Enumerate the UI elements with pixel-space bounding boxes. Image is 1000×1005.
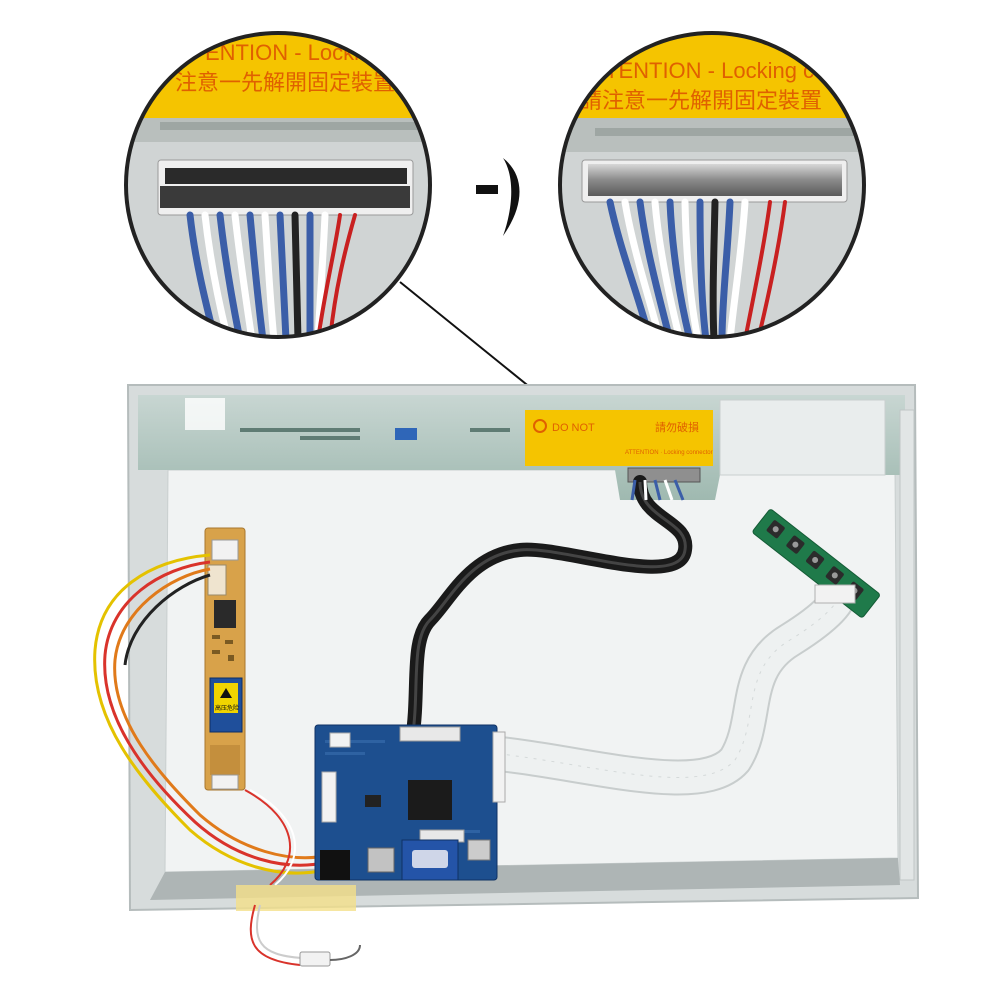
inverter-board: 高压危险 [204, 527, 246, 791]
panel-warning-sticker: DO NOT 請勿破損 ATTENTION · Locking connecto… [525, 410, 713, 466]
lamp-cable [236, 789, 361, 967]
lvds-wires-right [606, 198, 787, 337]
callout-right-magnified: TENTION - Locking conne 請注意一先解開固定裝置 [558, 31, 866, 339]
callout-label-cn: 注意一先解開固定裝置 [175, 70, 395, 95]
inverter-wires [93, 553, 331, 875]
callout-label-cn: 請注意一先解開固定裝置 [580, 88, 822, 113]
ribbon-cable [478, 588, 858, 796]
arrow-right-icon [476, 158, 520, 236]
sticker-text-2: ATTENTION · Locking connector [625, 450, 713, 456]
callout-label-top: TENTION - Locking conne [605, 58, 863, 83]
sticker-text-cn: 請勿破損 [655, 420, 699, 434]
keypad-board [752, 509, 880, 618]
dc-jack [320, 850, 350, 880]
scaler-chip [408, 780, 452, 820]
callout-label-top: ENTION - Locking conne [205, 40, 450, 65]
callout-left-magnified: ENTION - Locking conne 注意一先解開固定裝置 [124, 31, 450, 339]
sticker-text-1: DO NOT [552, 422, 595, 434]
hdmi-port [367, 847, 395, 873]
driver-board [314, 724, 506, 881]
lvds-wires-left [186, 211, 357, 337]
inverter-warning-label: 高压危险 [215, 704, 239, 712]
lvds-signal-cable [405, 475, 693, 747]
